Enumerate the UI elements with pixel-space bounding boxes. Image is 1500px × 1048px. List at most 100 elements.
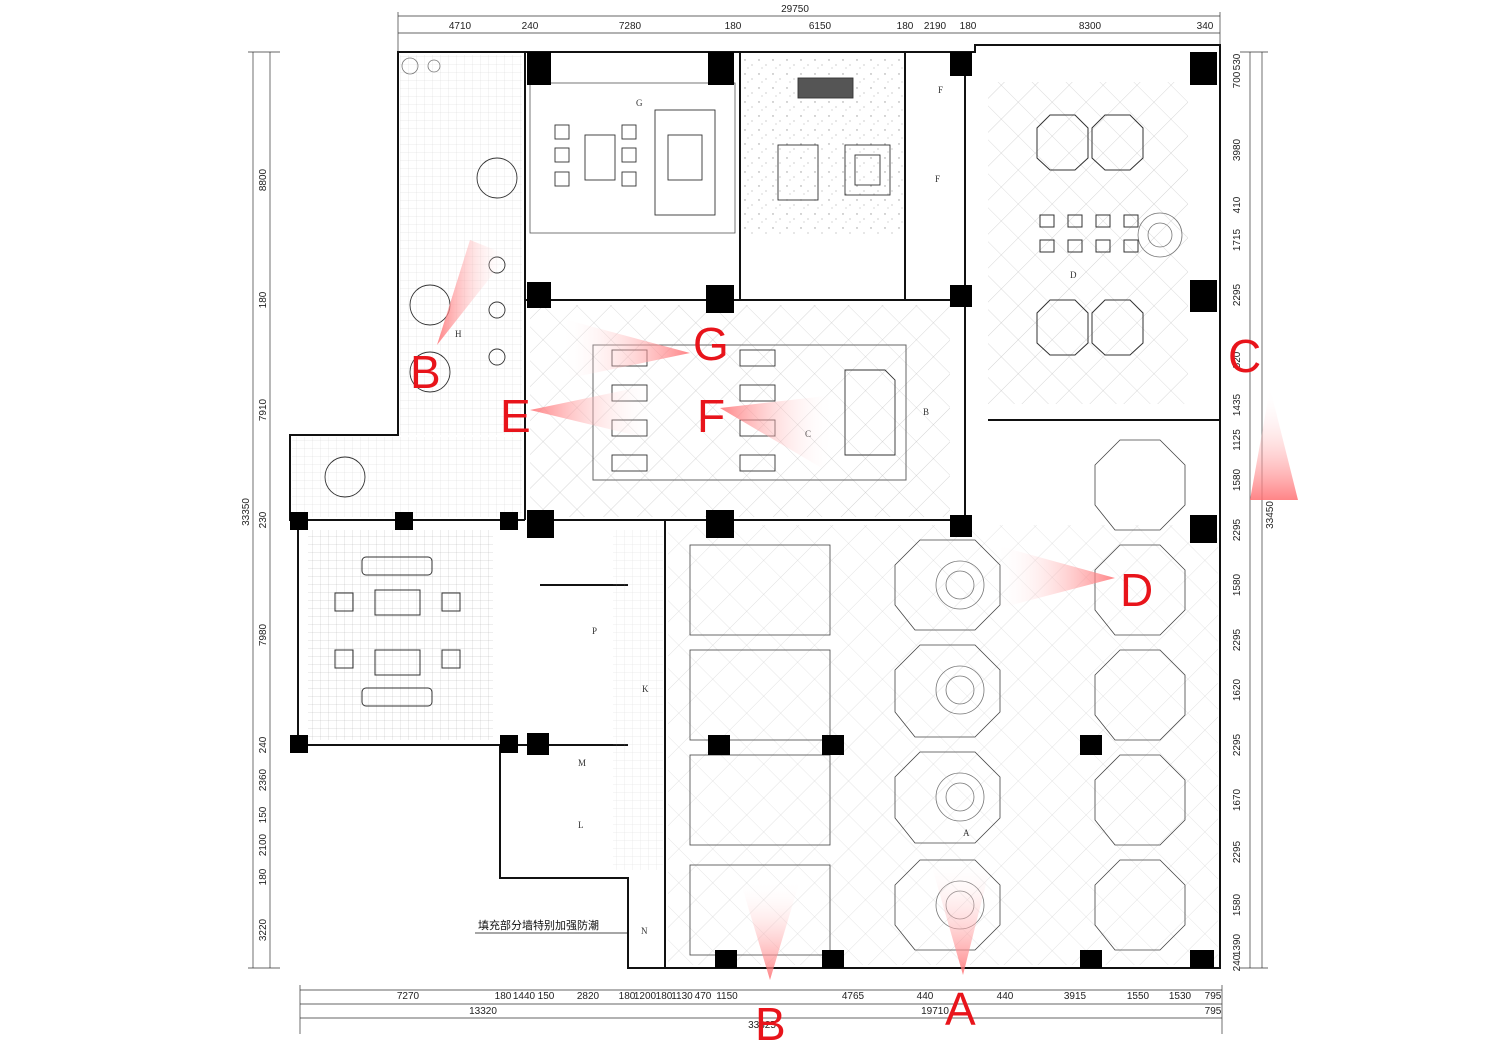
top-dimension-segments: 4710 240 7280 180 6150 180 2190 180 8300… bbox=[449, 21, 1214, 32]
svg-text:440: 440 bbox=[917, 991, 934, 1002]
svg-text:795: 795 bbox=[1205, 991, 1222, 1002]
svg-text:1580: 1580 bbox=[1232, 468, 1243, 491]
room-letter-a: A bbox=[963, 828, 970, 838]
view-cone-b-terrace bbox=[437, 240, 508, 345]
svg-text:1530: 1530 bbox=[1169, 991, 1192, 1002]
room-letter-g: G bbox=[636, 98, 643, 108]
svg-text:1580: 1580 bbox=[1232, 893, 1243, 916]
room-g-floor bbox=[529, 82, 736, 234]
svg-text:1670: 1670 bbox=[1232, 788, 1243, 811]
moisture-note: 填充部分墙特别加强防潮 bbox=[478, 918, 599, 932]
svg-text:180: 180 bbox=[258, 868, 269, 885]
view-marker-c: C bbox=[1228, 330, 1261, 382]
view-cone-a bbox=[930, 860, 992, 975]
svg-text:180: 180 bbox=[725, 21, 742, 32]
svg-text:2295: 2295 bbox=[1232, 628, 1243, 651]
room-letter-m: M bbox=[578, 758, 586, 768]
room-letter-l: L bbox=[578, 820, 584, 830]
room-letter-f2: F bbox=[935, 174, 940, 184]
svg-text:180: 180 bbox=[960, 21, 977, 32]
svg-text:6150: 6150 bbox=[809, 21, 832, 32]
svg-text:1125: 1125 bbox=[1232, 429, 1243, 451]
terrace-area-lower bbox=[292, 437, 522, 517]
left-overall-dimension: 33350 bbox=[241, 498, 252, 526]
view-marker-a: A bbox=[945, 983, 976, 1035]
svg-text:4710: 4710 bbox=[449, 21, 472, 32]
svg-text:2295: 2295 bbox=[1232, 840, 1243, 863]
west-lounge-floor bbox=[308, 530, 493, 740]
svg-text:700: 700 bbox=[1232, 71, 1243, 88]
svg-text:2820: 2820 bbox=[577, 991, 600, 1002]
svg-text:1440: 1440 bbox=[513, 991, 536, 1002]
svg-text:7280: 7280 bbox=[619, 21, 642, 32]
view-cones bbox=[437, 240, 1298, 980]
right-dimension-segments: 530 700 3980 410 1715 2295 520 1435 1125… bbox=[1232, 53, 1243, 971]
svg-text:180: 180 bbox=[258, 291, 269, 308]
svg-text:240: 240 bbox=[258, 736, 269, 753]
view-marker-b-terrace: B bbox=[410, 346, 441, 398]
svg-text:230: 230 bbox=[258, 511, 269, 528]
svg-text:7910: 7910 bbox=[258, 398, 269, 421]
west-lounge-furniture bbox=[334, 556, 461, 707]
bottom-dimension-row1: 7270 180 1440 150 2820 180 1200 180 1130… bbox=[397, 991, 1222, 1002]
view-cone-e bbox=[530, 385, 655, 440]
room-f-furniture bbox=[777, 77, 891, 201]
view-cone-c bbox=[1250, 388, 1298, 500]
svg-text:2190: 2190 bbox=[924, 21, 947, 32]
view-marker-e: E bbox=[500, 390, 531, 442]
view-marker-f: F bbox=[697, 390, 725, 442]
svg-text:150: 150 bbox=[538, 991, 555, 1002]
svg-text:8800: 8800 bbox=[258, 168, 269, 191]
view-marker-b-bottom: B bbox=[755, 998, 786, 1048]
view-marker-labels: B G E F C D B A bbox=[410, 318, 1261, 1048]
svg-text:2100: 2100 bbox=[258, 833, 269, 856]
svg-text:150: 150 bbox=[258, 806, 269, 823]
bottom-dimension-row2: 13320 19710 795 bbox=[469, 1006, 1222, 1017]
view-cone-d bbox=[995, 545, 1115, 608]
right-overall-dimension: 33450 bbox=[1265, 501, 1276, 529]
svg-text:530: 530 bbox=[1232, 53, 1243, 70]
svg-text:180: 180 bbox=[897, 21, 914, 32]
room-letter-d: D bbox=[1070, 270, 1077, 280]
dimension-lines bbox=[248, 12, 1268, 1034]
svg-text:2295: 2295 bbox=[1232, 733, 1243, 756]
left-dimension-segments: 8800 180 7910 230 7980 240 2360 150 2100… bbox=[258, 168, 269, 941]
svg-text:470: 470 bbox=[695, 991, 712, 1002]
view-cone-g bbox=[560, 318, 690, 378]
svg-text:180: 180 bbox=[495, 991, 512, 1002]
room-d-tables bbox=[1036, 114, 1144, 356]
svg-text:180: 180 bbox=[619, 991, 636, 1002]
svg-text:13320: 13320 bbox=[469, 1006, 497, 1017]
svg-text:3980: 3980 bbox=[1232, 138, 1243, 161]
svg-text:1580: 1580 bbox=[1232, 573, 1243, 596]
room-letter-n: N bbox=[641, 926, 648, 936]
corridor-k bbox=[613, 530, 663, 870]
svg-text:1435: 1435 bbox=[1232, 393, 1243, 416]
room-letter-h: H bbox=[455, 329, 462, 339]
svg-text:1390: 1390 bbox=[1232, 933, 1243, 956]
svg-text:340: 340 bbox=[1197, 21, 1214, 32]
top-overall-dimension: 29750 bbox=[781, 4, 809, 15]
room-letter-f: F bbox=[938, 85, 943, 95]
structural-columns bbox=[290, 52, 1217, 968]
octagon-tiles bbox=[689, 439, 1186, 956]
svg-text:1150: 1150 bbox=[716, 991, 738, 1002]
svg-text:1620: 1620 bbox=[1232, 678, 1243, 701]
view-marker-g: G bbox=[693, 318, 729, 370]
svg-text:1130: 1130 bbox=[671, 991, 693, 1002]
room-letter-p: P bbox=[592, 626, 597, 636]
svg-text:3220: 3220 bbox=[258, 918, 269, 941]
svg-text:410: 410 bbox=[1232, 196, 1243, 213]
svg-text:240: 240 bbox=[522, 21, 539, 32]
svg-text:240: 240 bbox=[1232, 954, 1243, 971]
room-g-furniture bbox=[554, 109, 716, 216]
svg-text:8300: 8300 bbox=[1079, 21, 1102, 32]
svg-text:1715: 1715 bbox=[1232, 228, 1243, 251]
view-cone-b-bottom bbox=[740, 880, 800, 980]
svg-text:1550: 1550 bbox=[1127, 991, 1150, 1002]
svg-text:4765: 4765 bbox=[842, 991, 865, 1002]
svg-text:520: 520 bbox=[1232, 351, 1243, 368]
svg-text:2295: 2295 bbox=[1232, 518, 1243, 541]
svg-text:795: 795 bbox=[1205, 1006, 1222, 1017]
